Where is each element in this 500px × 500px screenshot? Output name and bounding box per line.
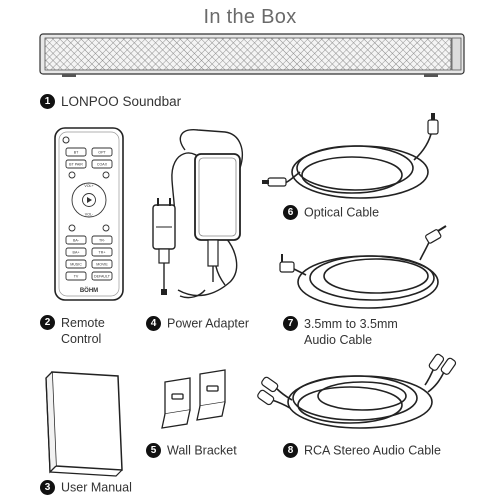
remote-label-vol-up: VOL+: [84, 184, 93, 188]
remote-label-bt: BT: [74, 151, 79, 155]
item-name: Soundbar: [122, 93, 182, 109]
item-name: Wall Bracket: [167, 443, 237, 458]
item-name: User Manual: [61, 480, 132, 495]
item-name: RCA Stereo Audio Cable: [304, 443, 441, 458]
item-number: 3: [40, 480, 55, 496]
item-label-power-adapter: 4 Power Adapter: [146, 316, 249, 332]
item-label-aux-cable: 7 3.5mm to 3.5mm Audio Cable: [283, 316, 398, 348]
item-number: 6: [283, 205, 298, 221]
remote-label-ba-plus: BA+: [73, 251, 80, 255]
item-number: 1: [40, 93, 55, 109]
item-name-line1: 3.5mm to 3.5mm: [304, 317, 398, 331]
item-name: Optical Cable: [304, 205, 380, 220]
item-number: 7: [283, 316, 298, 331]
item-name-line1: Remote: [61, 316, 105, 330]
remote-label-bt-pair: BT PAIR: [69, 163, 83, 167]
remote-label-vol-down: VOL-: [85, 213, 94, 217]
remote-label-ba-minus: BA-: [73, 239, 80, 243]
item-name: Power Adapter: [167, 316, 249, 331]
item-number: 5: [146, 443, 161, 459]
item-number: 8: [283, 443, 298, 459]
item-label-optical-cable: 6 Optical Cable: [283, 205, 380, 221]
remote-label-tr-plus: TR+: [99, 251, 106, 255]
remote-label-movie: MOVIE: [96, 263, 108, 267]
remote-label-default: DEFAULT: [94, 275, 111, 279]
remote-label-opt: OPT: [98, 151, 106, 155]
item-name-line2: Audio Cable: [304, 333, 373, 347]
remote-label-tr-minus: TR-: [99, 239, 106, 243]
item-label-rca-cable: 8 RCA Stereo Audio Cable: [283, 443, 441, 459]
remote-label-coax: COAX: [97, 163, 108, 167]
item-label-wall-bracket: 5 Wall Bracket: [146, 443, 237, 459]
item-number: 2: [40, 315, 55, 330]
page-title: In the Box: [203, 6, 297, 28]
item-label-user-manual: 3 User Manual: [40, 480, 132, 496]
brand-name: LONPOO: [61, 93, 119, 109]
item-label-remote-control: 2 Remote Control: [40, 315, 105, 347]
remote-label-music: MUSIC: [70, 263, 82, 267]
item-number: 4: [146, 316, 161, 332]
remote-logo: BÖHM: [80, 287, 98, 294]
item-name-line2: Control: [61, 332, 102, 346]
remote-label-tv: TV: [74, 275, 79, 279]
item-label-soundbar: 1 LONPOO Soundbar: [40, 93, 181, 109]
